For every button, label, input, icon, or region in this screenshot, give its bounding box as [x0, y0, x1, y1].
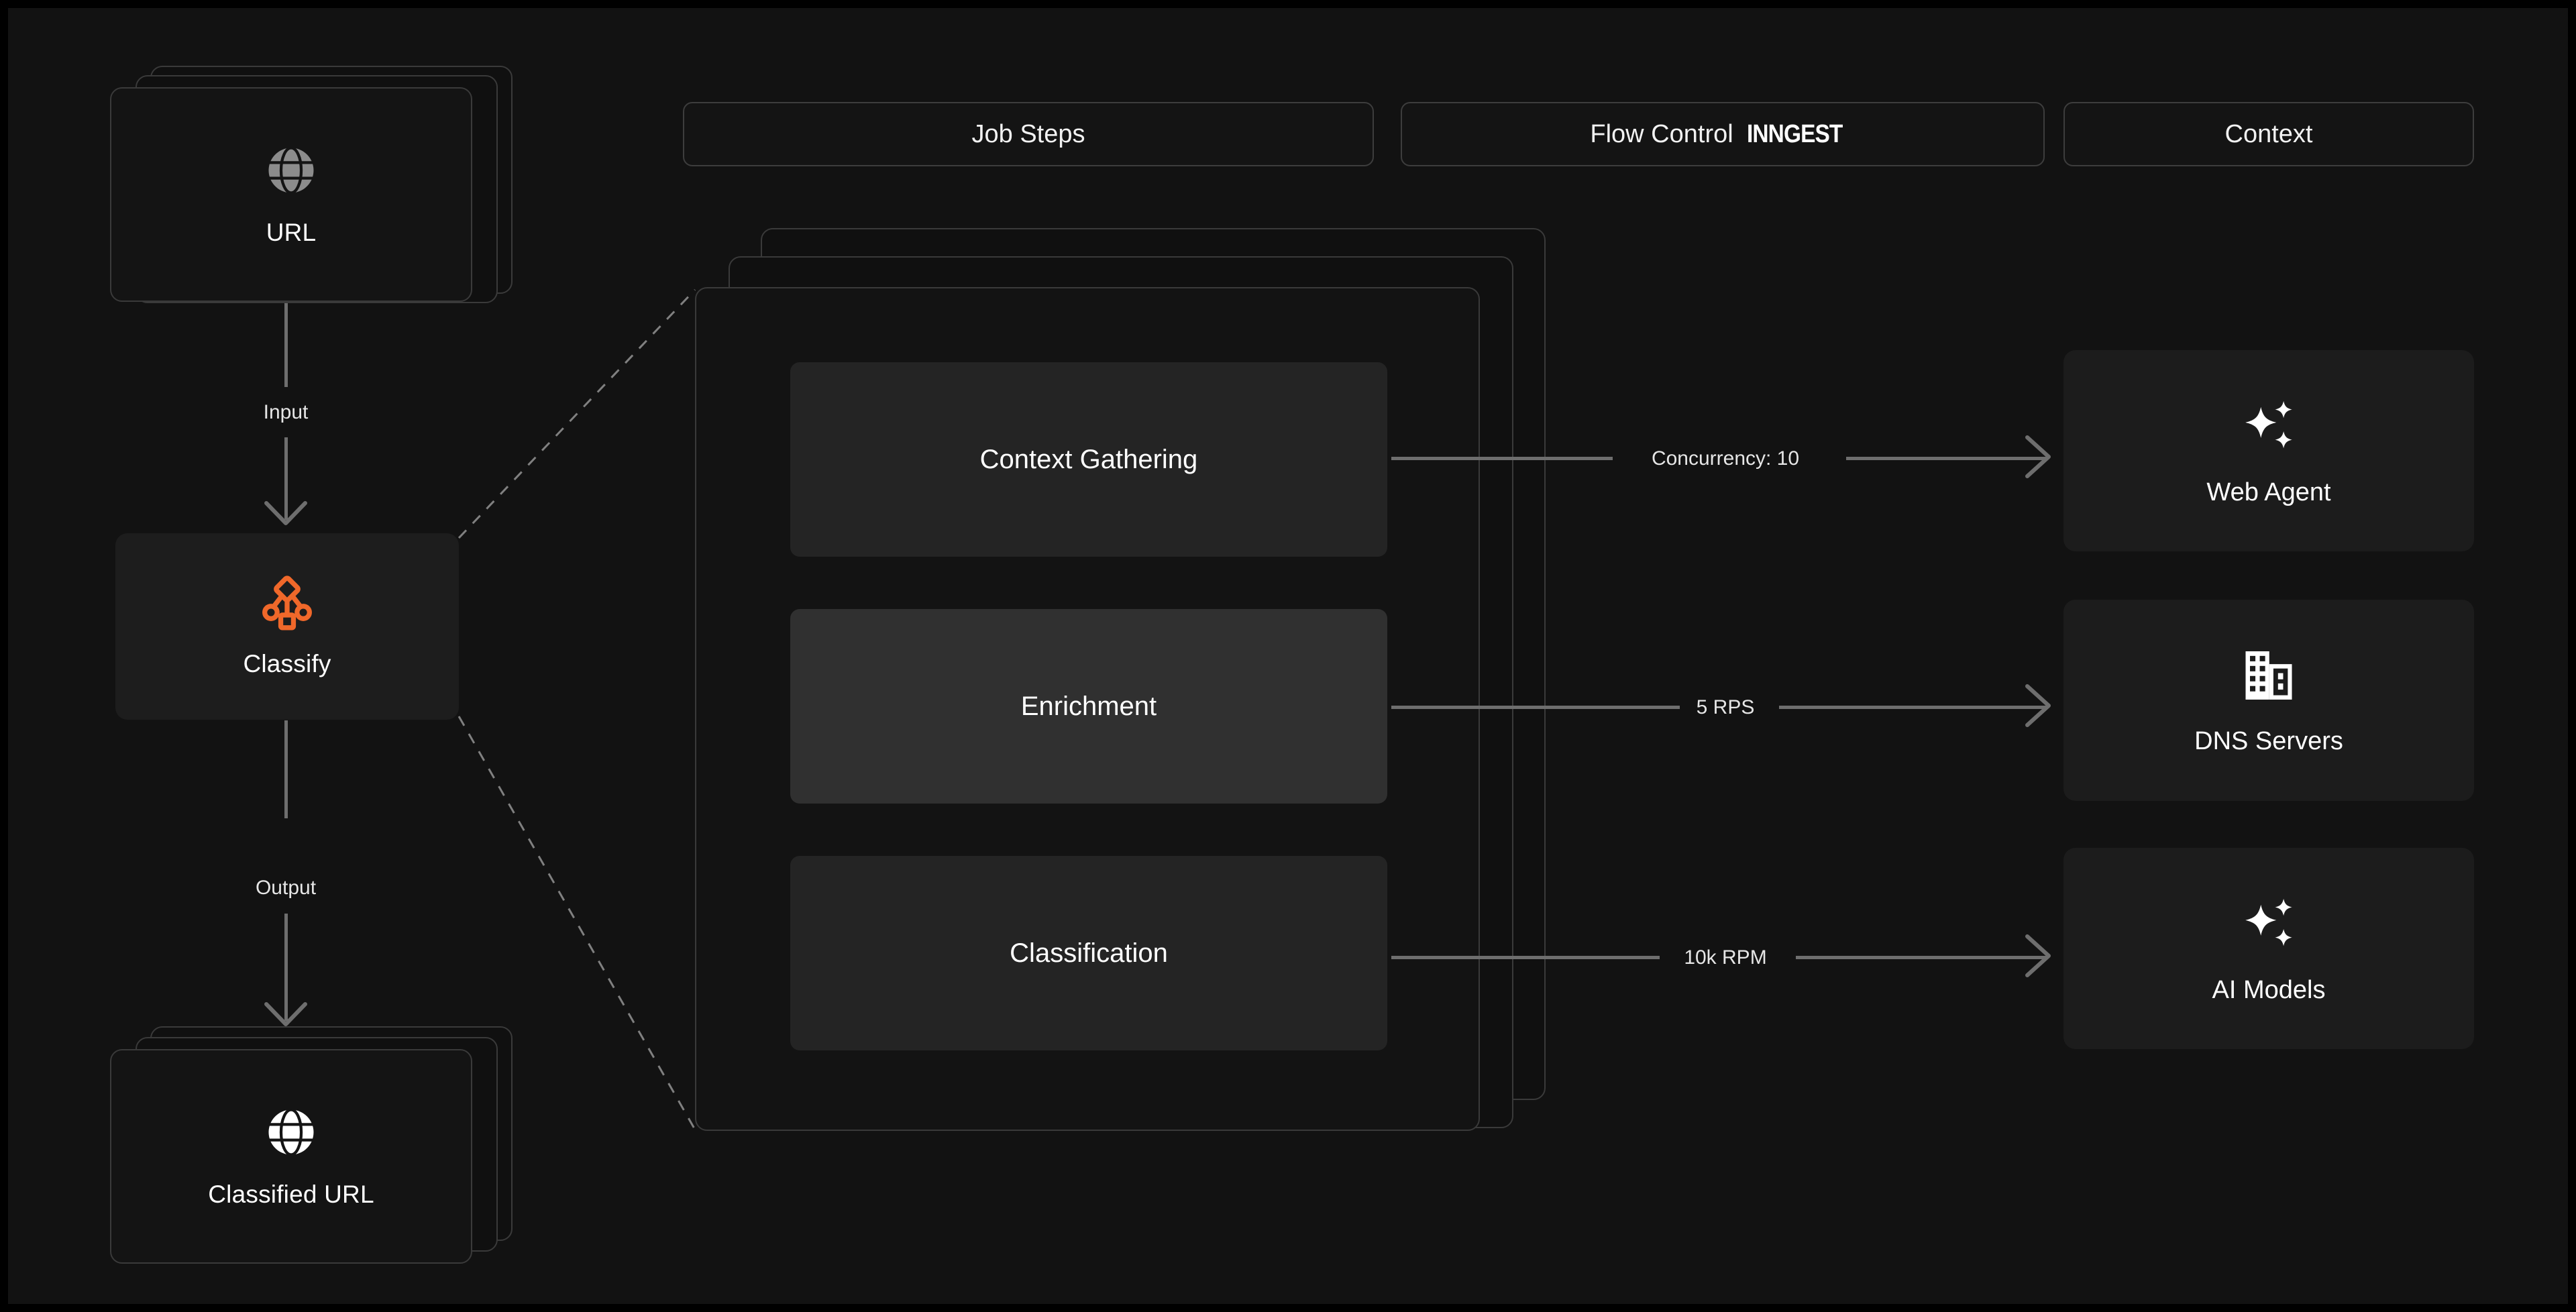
flow-edge-line-right-1 [1846, 457, 2047, 460]
job-step-enrichment[interactable]: Enrichment [790, 609, 1387, 804]
context-card-label: Web Agent [2206, 478, 2331, 506]
flow-control-label-rpm: 10k RPM [1684, 946, 1767, 969]
flow-edge-line-left-1 [1391, 457, 1613, 460]
input-connector-line-upper [284, 303, 288, 387]
context-card-web-agent[interactable]: Web Agent [2063, 350, 2474, 551]
output-edge-label: Output [255, 877, 317, 899]
flow-control-label-concurrency: Concurrency: 10 [1651, 447, 1800, 470]
flow-control-label-rps: 5 RPS [1696, 696, 1755, 718]
header-pill-context[interactable]: Context [2063, 102, 2474, 166]
context-card-ai-models[interactable]: AI Models [2063, 848, 2474, 1049]
job-step-label: Context Gathering [979, 444, 1198, 474]
header-label-job-steps: Job Steps [971, 119, 1085, 148]
header-label-flow-control: Flow Control [1590, 119, 1733, 148]
flow-edge-line-right-2 [1779, 706, 2047, 709]
job-steps-panel: Context Gathering Enrichment Classificat… [695, 287, 1480, 1131]
header-label-context: Context [2224, 119, 2313, 148]
flow-edge-line-left-3 [1391, 956, 1660, 959]
context-card-dns-servers[interactable]: DNS Servers [2063, 600, 2474, 801]
input-connector-line-lower [284, 437, 288, 520]
job-step-label: Classification [1010, 938, 1168, 968]
header-pill-job-steps[interactable]: Job Steps [683, 102, 1374, 166]
flow-edge-line-right-3 [1796, 956, 2047, 959]
header-pill-flow-control[interactable]: Flow Control INNGEST [1401, 102, 2045, 166]
classify-node[interactable]: Classify [115, 533, 459, 720]
globe-icon [264, 143, 319, 201]
url-card[interactable]: URL [110, 87, 472, 302]
context-card-label: DNS Servers [2194, 727, 2343, 755]
classify-node-label: Classify [243, 649, 331, 677]
diagram-canvas: Job Steps Flow Control INNGEST Context [8, 8, 2568, 1304]
sparkles-icon [2237, 892, 2300, 959]
output-connector-line-lower [284, 914, 288, 1021]
inngest-logo-wordmark: INNGEST [1746, 119, 1843, 148]
building-icon [2238, 645, 2300, 710]
job-step-context-gathering[interactable]: Context Gathering [790, 362, 1387, 557]
input-edge-label: Input [263, 401, 309, 423]
classified-url-card-label: Classified URL [208, 1180, 374, 1208]
job-step-classification[interactable]: Classification [790, 856, 1387, 1050]
globe-icon [264, 1105, 319, 1163]
sparkles-icon [2237, 394, 2300, 461]
url-card-label: URL [266, 218, 317, 246]
job-step-label: Enrichment [1020, 691, 1157, 721]
output-connector-line-upper [284, 720, 288, 818]
workflow-branch-icon [258, 575, 316, 637]
flow-edge-line-left-2 [1391, 706, 1680, 709]
context-card-label: AI Models [2212, 976, 2326, 1004]
expansion-link-top [458, 288, 696, 539]
classified-url-card[interactable]: Classified URL [110, 1049, 472, 1264]
